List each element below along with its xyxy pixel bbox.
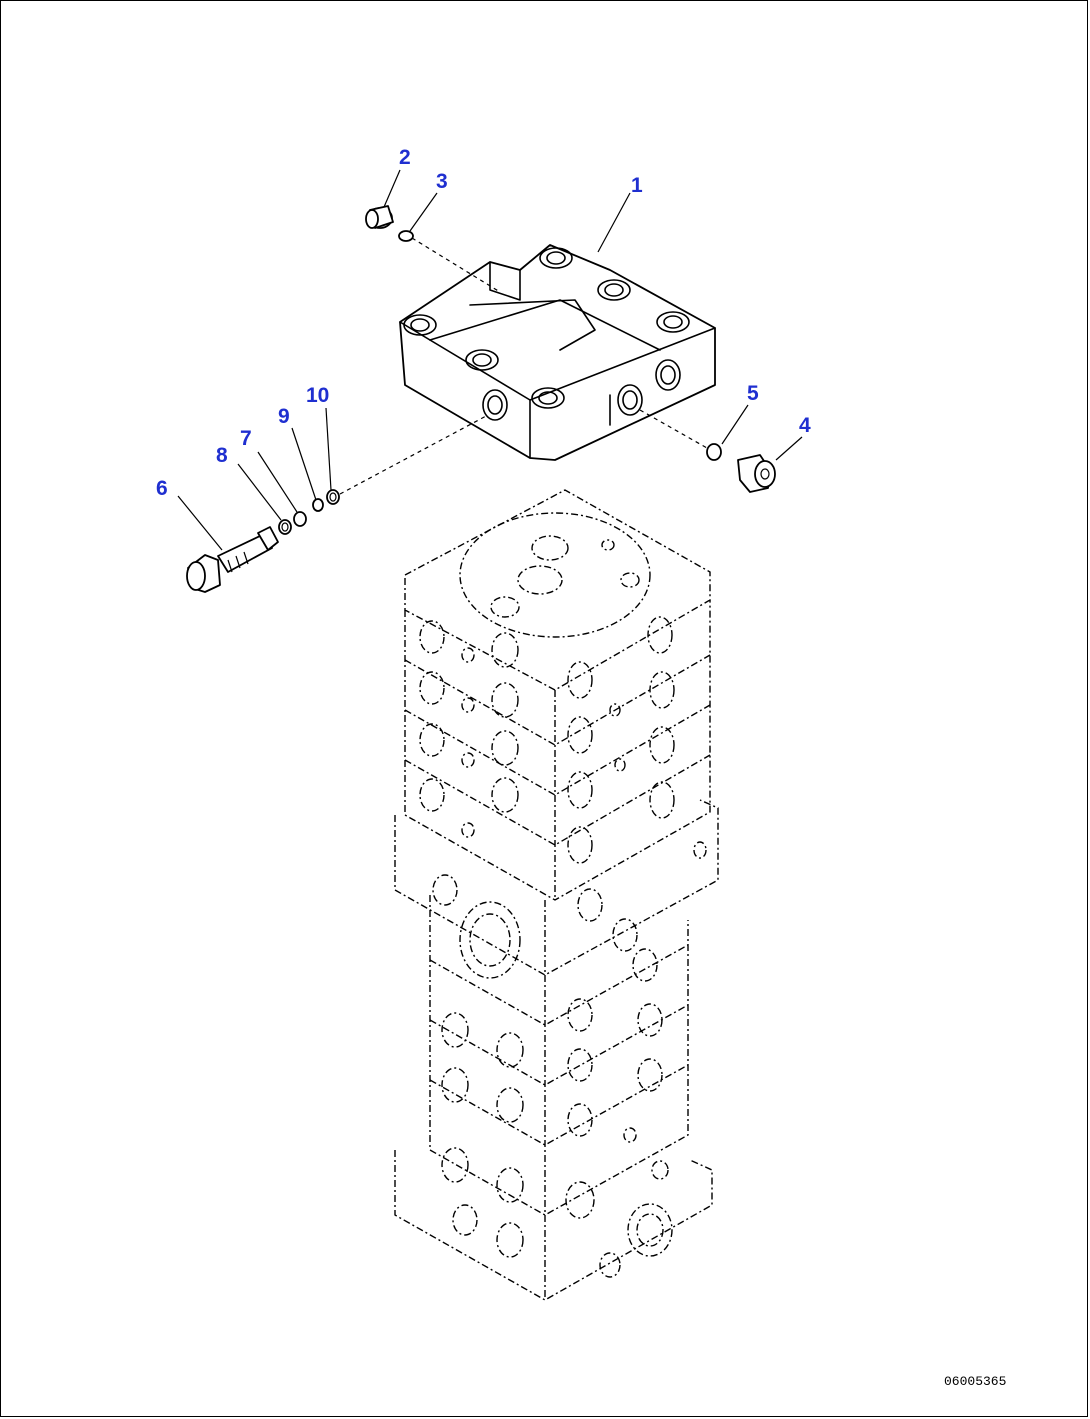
callout-8: 8: [216, 444, 228, 467]
assembly-lines: [339, 237, 708, 495]
part-9-ring: [312, 498, 324, 512]
callout-2: 2: [399, 146, 411, 169]
part-5-o-ring: [706, 443, 722, 461]
callout-5: 5: [747, 382, 759, 405]
valve-body-outline: [394, 489, 719, 1301]
callout-4: 4: [799, 414, 811, 437]
part-4-plug: [737, 454, 776, 493]
callout-10: 10: [306, 384, 329, 407]
leader-lines: [177, 169, 803, 551]
part-8-ring: [278, 519, 292, 535]
callout-7: 7: [240, 427, 252, 450]
part-3-o-ring: [398, 230, 414, 242]
part-7-ring: [293, 511, 307, 527]
part-10-ring: [326, 489, 340, 505]
drawing-number: 06005365: [944, 1374, 1006, 1389]
callout-3: 3: [436, 170, 448, 193]
callout-9: 9: [278, 405, 290, 428]
callouts: 1 2 3 4 5 6 7 8 9 10: [156, 146, 811, 500]
part-1-cover: [399, 244, 716, 461]
part-2-plug: [365, 205, 394, 229]
callout-6: 6: [156, 477, 168, 500]
part-6-valve: [186, 526, 279, 593]
callout-1: 1: [631, 174, 643, 197]
